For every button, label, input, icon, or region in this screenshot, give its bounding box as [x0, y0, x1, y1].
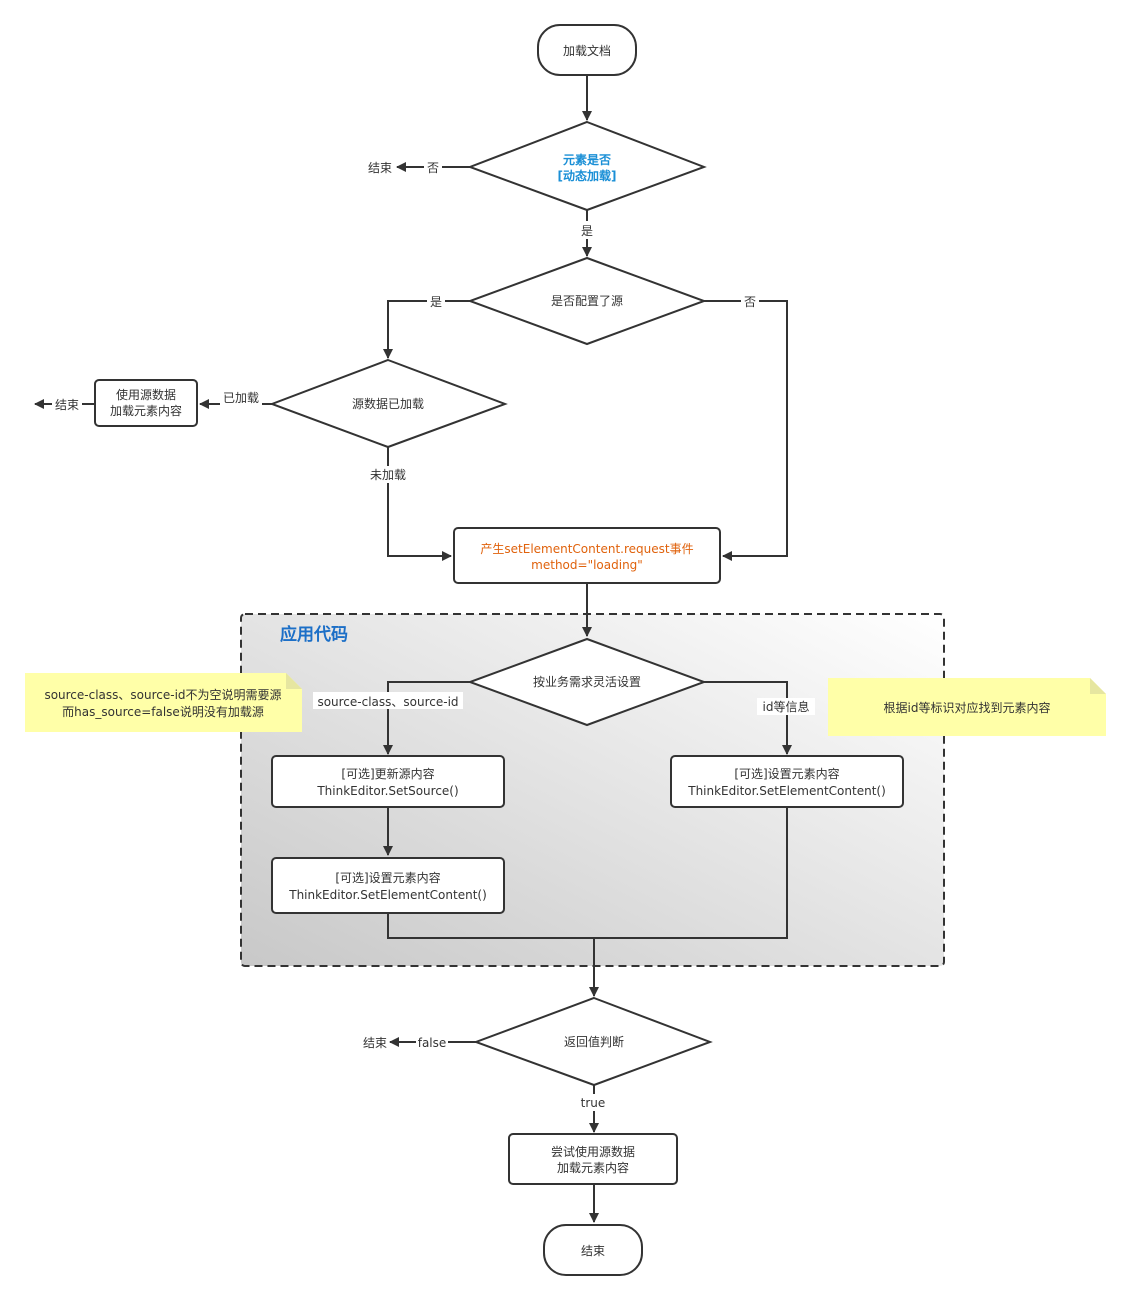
- app-code-group-title: 应用代码: [280, 624, 348, 645]
- note-right-text: 根据id等标识对应找到元素内容: [884, 700, 1051, 715]
- edge-label-id-info: id等信息: [757, 698, 815, 715]
- svg-text:否: 否: [744, 295, 756, 309]
- svg-text:已加载: 已加载: [223, 391, 259, 405]
- edge-label-false: false: [416, 1034, 448, 1051]
- node-use-source-line1: 使用源数据: [116, 387, 176, 402]
- edge-label-loaded: 已加载: [220, 389, 262, 406]
- node-use-source-line2: 加载元素内容: [110, 403, 182, 418]
- edge-left-merge: [387, 913, 594, 939]
- node-try-source-line2: 加载元素内容: [557, 1160, 629, 1175]
- node-try-source[interactable]: 尝试使用源数据 加载元素内容: [508, 1133, 678, 1185]
- node-load-document[interactable]: 加载文档: [537, 24, 637, 76]
- svg-text:结束: 结束: [55, 398, 79, 412]
- svg-text:false: false: [418, 1036, 447, 1050]
- node-source-configured[interactable]: 是否配置了源: [467, 256, 707, 346]
- node-source-loaded-label: 源数据已加载: [352, 396, 424, 411]
- svg-text:否: 否: [427, 161, 439, 175]
- note-left-line1: source-class、source-id不为空说明需要源: [44, 687, 281, 702]
- node-dynamic-check[interactable]: 元素是否 [动态加载]: [467, 120, 707, 212]
- edge-right-merge: [589, 807, 788, 997]
- node-end-final-label: 结束: [581, 1244, 605, 1258]
- edge-business-right: [704, 681, 792, 755]
- node-update-source-line1: [可选]更新源内容: [341, 766, 434, 781]
- node-try-source-line1: 尝试使用源数据: [551, 1144, 635, 1159]
- node-source-configured-label: 是否配置了源: [551, 294, 623, 308]
- node-dynamic-check-line2: [动态加载]: [558, 168, 617, 183]
- note-left-line2: 而has_source=false说明没有加载源: [62, 704, 264, 719]
- edge-configured-no: [704, 300, 788, 561]
- svg-text:source-class、source-id: source-class、source-id: [317, 695, 458, 709]
- edge-label-end-1: 结束: [368, 161, 392, 175]
- edge-label-true: true: [578, 1094, 608, 1111]
- svg-text:是: 是: [430, 295, 442, 309]
- node-source-loaded[interactable]: 源数据已加载: [269, 358, 508, 449]
- node-event[interactable]: 产生setElementContent.request事件 method="lo…: [453, 527, 721, 584]
- note-right: 根据id等标识对应找到元素内容: [828, 678, 1106, 736]
- node-use-source[interactable]: 使用源数据 加载元素内容: [94, 379, 198, 427]
- svg-text:结束: 结束: [368, 161, 392, 175]
- edge-label-not-loaded: 未加载: [366, 466, 410, 483]
- edge-not-loaded: [387, 447, 452, 561]
- node-set-content-right[interactable]: [可选]设置元素内容 ThinkEditor.SetElementContent…: [670, 755, 904, 808]
- node-set-content-left[interactable]: [可选]设置元素内容 ThinkEditor.SetElementContent…: [271, 857, 505, 914]
- edge-business-left: [383, 681, 470, 755]
- node-business[interactable]: 按业务需求灵活设置: [467, 637, 707, 727]
- node-set-content-right-line2: ThinkEditor.SetElementContent(): [687, 784, 886, 798]
- node-end-final[interactable]: 结束: [543, 1224, 643, 1276]
- svg-text:结束: 结束: [363, 1036, 387, 1050]
- node-return-check-label: 返回值判断: [564, 1034, 624, 1049]
- note-left: source-class、source-id不为空说明需要源 而has_sour…: [25, 673, 302, 732]
- edge-label-source-ids: source-class、source-id: [313, 692, 463, 709]
- node-update-source[interactable]: [可选]更新源内容 ThinkEditor.SetSource(): [271, 755, 505, 808]
- edge-label-end-3: 结束: [363, 1036, 387, 1050]
- node-return-check[interactable]: 返回值判断: [473, 996, 713, 1087]
- edge-label-no-2: 否: [741, 293, 759, 310]
- node-set-content-left-line1: [可选]设置元素内容: [335, 870, 440, 885]
- edge-label-end-2: 结束: [52, 396, 82, 413]
- node-dynamic-check-line1: 元素是否: [563, 152, 611, 167]
- node-event-line2: method="loading": [531, 558, 643, 572]
- node-update-source-line2: ThinkEditor.SetSource(): [316, 784, 458, 798]
- node-load-document-label: 加载文档: [563, 43, 611, 58]
- svg-text:true: true: [581, 1096, 606, 1110]
- edge-label-yes-1: 是: [578, 221, 596, 239]
- svg-text:id等信息: id等信息: [763, 699, 810, 714]
- svg-text:是: 是: [581, 224, 593, 238]
- node-set-content-left-line2: ThinkEditor.SetElementContent(): [288, 888, 487, 902]
- node-business-label: 按业务需求灵活设置: [533, 674, 641, 689]
- node-event-line1: 产生setElementContent.request事件: [480, 542, 693, 556]
- svg-text:未加载: 未加载: [370, 468, 406, 482]
- edge-label-no-1: 否: [424, 158, 442, 176]
- node-set-content-right-line1: [可选]设置元素内容: [734, 766, 839, 781]
- edge-label-yes-2: 是: [427, 293, 445, 310]
